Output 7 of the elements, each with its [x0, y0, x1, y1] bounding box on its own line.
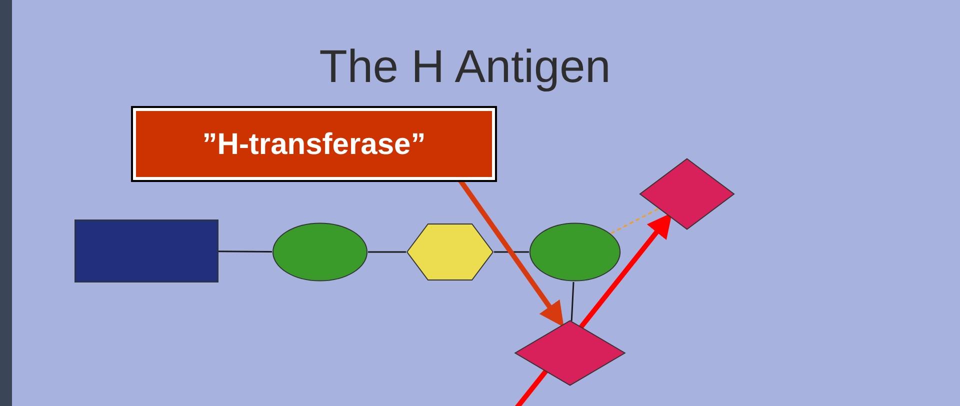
connector-line — [218, 250, 272, 252]
connector-line — [610, 208, 659, 234]
title: The H Antigen — [318, 39, 612, 94]
connector-line — [368, 251, 406, 253]
label-box: ”H-transferase” — [133, 108, 495, 180]
connector-line — [494, 251, 529, 253]
connector-line — [570, 282, 574, 321]
